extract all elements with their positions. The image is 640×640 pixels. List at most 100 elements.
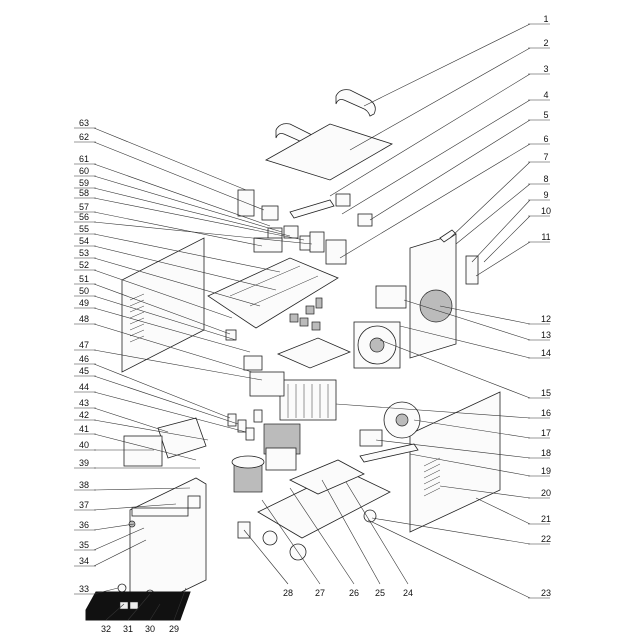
leader-line-47 bbox=[93, 349, 263, 381]
callout-36: 36 bbox=[79, 520, 89, 530]
callout-3: 3 bbox=[543, 64, 548, 74]
callout-53: 53 bbox=[79, 248, 89, 258]
callout-34: 34 bbox=[79, 556, 89, 566]
callout-35: 35 bbox=[79, 540, 89, 550]
callout-40: 40 bbox=[79, 440, 89, 450]
leader-line-10 bbox=[483, 215, 531, 263]
leader-line-16 bbox=[335, 403, 531, 419]
leader-line-30 bbox=[149, 603, 161, 621]
transformer-part bbox=[231, 455, 265, 493]
leader-line-12 bbox=[439, 305, 531, 325]
callout-39: 39 bbox=[79, 458, 89, 468]
leader-line-27 bbox=[261, 499, 321, 585]
leader-line-59 bbox=[93, 187, 291, 237]
leader-line-9 bbox=[471, 199, 531, 263]
callout-17: 17 bbox=[541, 428, 551, 438]
knob-part bbox=[225, 329, 237, 341]
callout-49: 49 bbox=[79, 298, 89, 308]
leader-line-1 bbox=[363, 23, 531, 107]
leader-line-61 bbox=[93, 163, 271, 227]
leader-line-46 bbox=[93, 363, 231, 419]
callout-10: 10 bbox=[541, 206, 551, 216]
callout-5: 5 bbox=[543, 110, 548, 120]
callout-54: 54 bbox=[79, 236, 89, 246]
leader-line-13 bbox=[403, 299, 531, 341]
front-pcb-part bbox=[157, 417, 207, 459]
leader-line-20 bbox=[439, 485, 531, 499]
callout-47: 47 bbox=[79, 340, 89, 350]
heatsink-part bbox=[279, 379, 337, 421]
cable-connector-part bbox=[439, 229, 457, 243]
leader-line-2 bbox=[349, 47, 531, 151]
leader-line-22 bbox=[371, 517, 531, 545]
callout-1: 1 bbox=[543, 14, 548, 24]
leader-line-5 bbox=[369, 119, 531, 221]
leader-line-38 bbox=[93, 487, 191, 491]
callout-31: 31 bbox=[123, 624, 133, 634]
leader-line-43 bbox=[93, 407, 169, 433]
callout-19: 19 bbox=[541, 466, 551, 476]
callout-25: 25 bbox=[375, 588, 385, 598]
leader-line-55 bbox=[93, 233, 281, 273]
leader-line-35 bbox=[93, 527, 145, 551]
leader-line-62 bbox=[93, 141, 265, 211]
leader-line-7 bbox=[449, 161, 531, 239]
callout-42: 42 bbox=[79, 410, 89, 420]
callout-62: 62 bbox=[79, 132, 89, 142]
callout-8: 8 bbox=[543, 174, 548, 184]
callout-23: 23 bbox=[541, 588, 551, 598]
fan-grill-part bbox=[419, 289, 453, 323]
callout-12: 12 bbox=[541, 314, 551, 324]
callout-38: 38 bbox=[79, 480, 89, 490]
callout-56: 56 bbox=[79, 212, 89, 222]
callout-16: 16 bbox=[541, 408, 551, 418]
motor-part bbox=[383, 401, 421, 439]
callout-labels: 1234567891011121314151617181920212223636… bbox=[79, 14, 551, 634]
callout-14: 14 bbox=[541, 348, 551, 358]
callout-27: 27 bbox=[315, 588, 325, 598]
left-side-panel-part bbox=[121, 237, 205, 373]
leader-line-28 bbox=[243, 529, 289, 585]
leader-line-51 bbox=[93, 283, 231, 335]
callout-46: 46 bbox=[79, 354, 89, 364]
callout-13: 13 bbox=[541, 330, 551, 340]
callout-11: 11 bbox=[541, 232, 550, 242]
black-base-socket-a bbox=[119, 601, 129, 610]
leader-line-15 bbox=[379, 339, 531, 399]
mica-plate-part bbox=[276, 337, 352, 369]
inner-base-part bbox=[289, 459, 365, 495]
main-board-part bbox=[207, 257, 339, 329]
switch-part bbox=[243, 355, 263, 371]
leader-line-58 bbox=[93, 197, 305, 241]
leader-line-37 bbox=[93, 503, 177, 511]
inductor-part bbox=[265, 447, 297, 471]
leader-line-26 bbox=[289, 487, 355, 585]
leader-line-60 bbox=[93, 175, 283, 233]
callout-7: 7 bbox=[543, 152, 548, 162]
callout-48: 48 bbox=[79, 314, 89, 324]
callout-50: 50 bbox=[79, 286, 89, 296]
right-vent-slots bbox=[423, 457, 441, 497]
callout-51: 51 bbox=[79, 274, 89, 284]
callout-43: 43 bbox=[79, 398, 89, 408]
left-vent-slots bbox=[129, 293, 145, 343]
leader-line-11 bbox=[475, 241, 531, 277]
callout-33: 33 bbox=[79, 584, 89, 594]
small-components-mid bbox=[227, 409, 263, 441]
leader-lines bbox=[74, 23, 550, 621]
leader-line-44 bbox=[93, 391, 247, 433]
front-port-part bbox=[187, 495, 201, 509]
callout-63: 63 bbox=[79, 118, 89, 128]
leader-line-48 bbox=[93, 323, 253, 373]
callout-26: 26 bbox=[349, 588, 359, 598]
callout-58: 58 bbox=[79, 188, 89, 198]
callout-2: 2 bbox=[543, 38, 548, 48]
leader-line-32 bbox=[105, 603, 125, 621]
callout-4: 4 bbox=[543, 90, 548, 100]
leader-line-36 bbox=[93, 523, 135, 531]
front-handle-bar-part bbox=[131, 507, 189, 517]
leader-line-17 bbox=[413, 419, 531, 439]
callout-29: 29 bbox=[169, 624, 179, 634]
